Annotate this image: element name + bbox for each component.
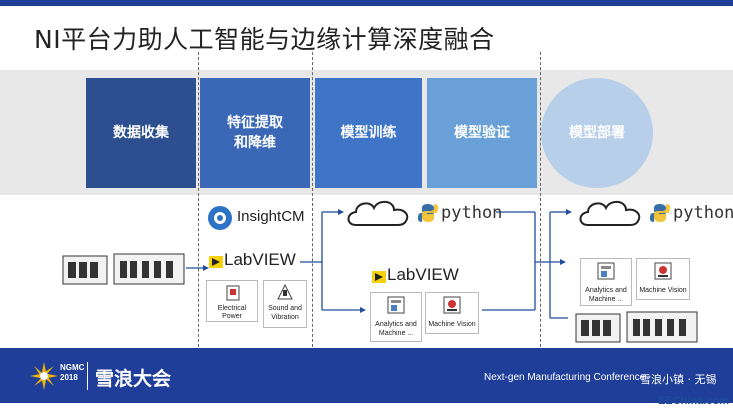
divider-line	[312, 52, 313, 352]
card-caption: Machine ...	[588, 296, 624, 303]
analytics-card: Analytics and Machine ...	[370, 292, 422, 342]
event-name-en: Next-gen Manufacturing Conference	[484, 372, 646, 383]
power-meter-icon	[226, 285, 240, 301]
card-caption: Machine ...	[378, 330, 414, 337]
analytics-card: Analytics and Machine ...	[580, 258, 632, 306]
event-name-cn: 雪浪大会	[95, 368, 172, 390]
electrical-power-card: Electrical Power	[206, 280, 258, 322]
stage-data-collection: 数据收集	[86, 78, 196, 188]
labview-logo-icon	[372, 271, 386, 283]
cloud-icon	[579, 200, 641, 226]
stage-label: 数据收集	[113, 125, 169, 141]
stage-label: 模型部署	[569, 125, 625, 141]
python-logo-icon	[418, 204, 438, 222]
machine-vision-card: Machine Vision	[636, 258, 690, 300]
hardware-chassis-icon	[62, 253, 185, 285]
top-accent-bar	[0, 0, 733, 6]
card-caption: Analytics and	[375, 321, 417, 328]
event-location: 雪浪小镇 · 无锡	[640, 373, 717, 386]
machine-vision-icon	[654, 262, 672, 280]
labview-logo-icon	[209, 256, 223, 268]
card-caption: Machine Vision	[639, 287, 687, 294]
ngmc-logo-text: NGMC 2018	[60, 363, 84, 383]
card-caption: Analytics and	[585, 287, 627, 294]
machine-vision-card: Machine Vision	[425, 292, 479, 334]
hardware-chassis-icon	[575, 311, 698, 343]
cloud-icon	[347, 200, 409, 226]
python-label: python	[673, 203, 733, 223]
logo-line2: 2018	[60, 373, 78, 382]
stage-label: 模型训练	[340, 125, 397, 141]
stage-model-training: 模型训练	[315, 78, 422, 188]
stage-feature-extraction: 特征提取和降维	[200, 78, 310, 188]
stage-model-validation: 模型验证	[427, 78, 537, 188]
machine-vision-icon	[443, 296, 461, 314]
stage-model-deployment: 模型部署	[541, 78, 653, 188]
divider-line	[540, 52, 541, 352]
python-logo-icon	[650, 204, 670, 222]
card-caption: Machine Vision	[428, 321, 476, 328]
labview-label: LabVIEW	[224, 250, 296, 269]
card-caption: Vibration	[271, 314, 299, 321]
divider-line	[198, 52, 199, 352]
sound-vibration-icon	[277, 284, 293, 300]
insightcm-label: InsightCM	[237, 208, 305, 225]
watermark: EEChina.com	[658, 395, 729, 407]
labview-label: LabVIEW	[387, 265, 459, 284]
footer-banner: NGMC 2018 雪浪大会 Next-gen Manufacturing Co…	[0, 348, 733, 403]
logo-line1: NGMC	[60, 363, 85, 372]
ngmc-sun-logo-icon	[30, 362, 58, 390]
analytics-icon	[597, 262, 615, 280]
footer-separator	[87, 362, 88, 390]
insightcm-logo-icon	[208, 206, 232, 230]
card-caption: Sound and	[268, 305, 302, 312]
python-label: python	[441, 203, 503, 223]
stage-label-line2: 和降维	[234, 135, 276, 151]
sound-vibration-card: Sound and Vibration	[263, 280, 307, 328]
analytics-icon	[387, 296, 405, 314]
stage-label: 特征提取	[227, 115, 283, 131]
card-caption: Electrical Power	[217, 305, 247, 320]
page-title: NI平台力助人工智能与边缘计算深度融合	[34, 25, 495, 54]
stage-label: 模型验证	[454, 125, 510, 141]
